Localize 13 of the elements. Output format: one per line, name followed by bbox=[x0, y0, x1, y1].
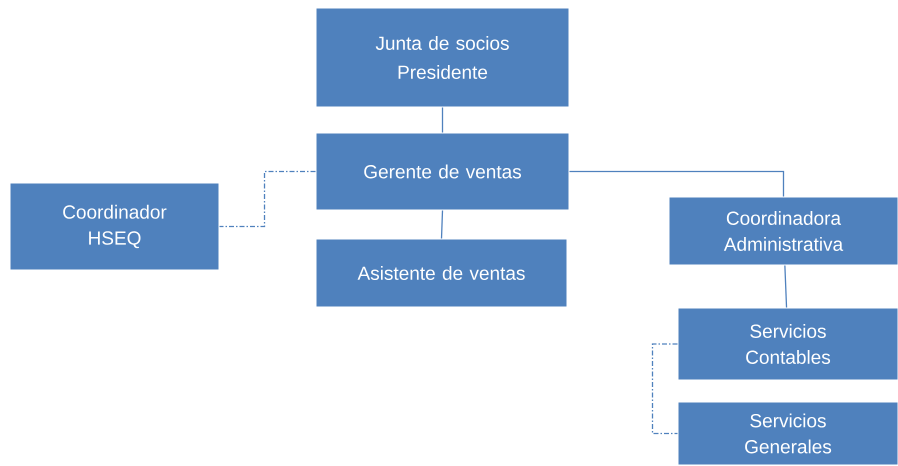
connector-line bbox=[570, 170, 784, 196]
connector-line bbox=[442, 108, 444, 132]
org-box: Servicios Generales bbox=[678, 402, 898, 466]
org-box: Coordinadora Administrativa bbox=[668, 196, 898, 266]
connector-line bbox=[440, 210, 444, 239]
connector-line bbox=[652, 343, 678, 434]
connector-line bbox=[784, 265, 788, 308]
org-box: Asistente de ventas bbox=[316, 238, 568, 308]
org-box: Gerente de ventas bbox=[316, 132, 570, 210]
org-box: Junta de socios Presidente bbox=[316, 8, 570, 108]
connector-line bbox=[220, 170, 316, 228]
org-box: Servicios Contables bbox=[678, 307, 898, 380]
org-box: Coordinador HSEQ bbox=[10, 182, 220, 270]
